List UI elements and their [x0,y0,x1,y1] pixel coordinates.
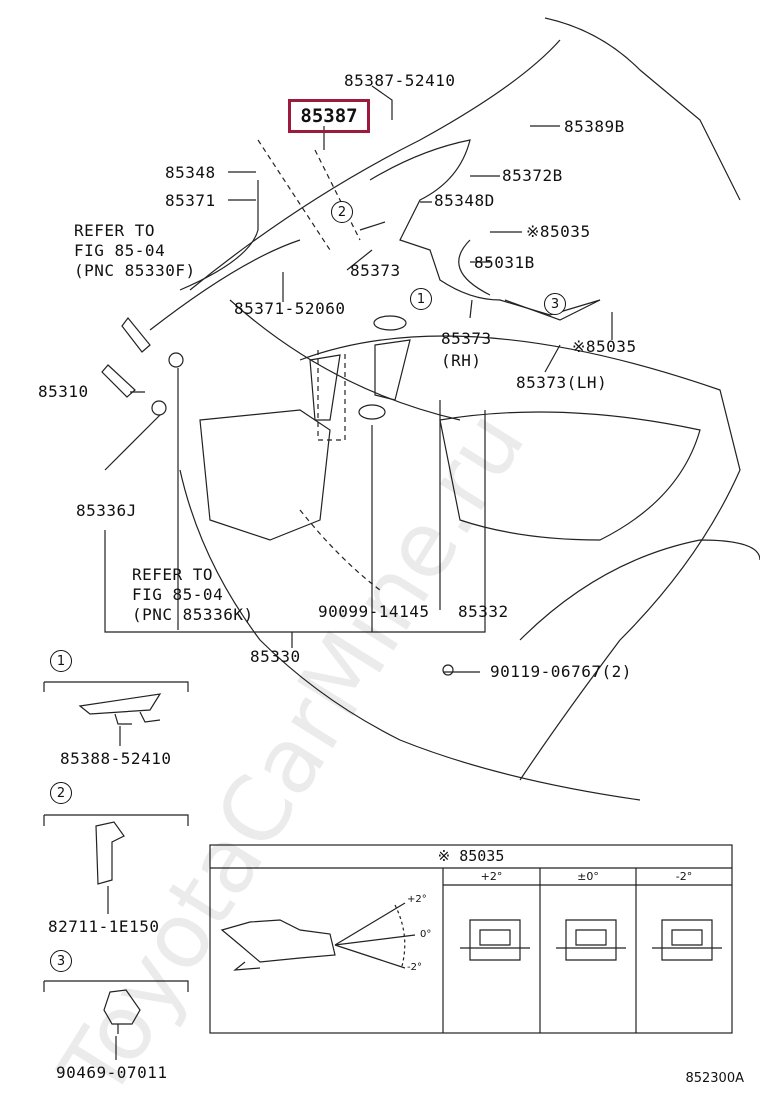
clip-90469 [103,989,141,1034]
label-85371[interactable]: 85371 [165,191,216,210]
filler-neck [374,339,411,401]
refer-85336k-line1: REFER TO [132,565,214,584]
highlighted-part-number[interactable]: 85387 [288,99,370,133]
grommet-a [168,352,184,368]
label-85387-52410[interactable]: 85387-52410 [344,71,456,90]
bracket-85330 [104,368,486,633]
filler-cap [373,315,407,331]
fender-outline [299,335,741,781]
refer-85330f-line2[interactable]: FIG 85-04 [74,241,166,260]
label-85336j[interactable]: 85336J [76,501,137,520]
label-90469-07011[interactable]: 90469-07011 [56,1063,168,1082]
callout-2-detail: 2 [50,782,72,804]
callout-3-main: 3 [544,293,566,315]
refer-85336k-line3: (PNC 85336K) [132,605,254,624]
connector-plus2 [460,919,530,961]
table-title: ※ 85035 [437,847,505,865]
clip-82711 [95,821,125,885]
hose-main [369,139,601,316]
label-90099-14145[interactable]: 90099-14145 [318,602,430,621]
body-curve [149,239,461,421]
label-85332[interactable]: 85332 [458,602,509,621]
label-85310[interactable]: 85310 [38,382,89,401]
table-col-minus2: -2° [675,870,693,883]
angle-zero: 0° [420,929,432,940]
label-85348d[interactable]: 85348D [434,191,495,210]
label-85371-52060[interactable]: 85371-52060 [234,299,346,318]
refer-85330f-line1: REFER TO [74,221,156,240]
label-85330[interactable]: 85330 [250,647,301,666]
wheel-arch [519,539,760,641]
callout-1-detail: 1 [50,650,72,672]
label-85373-rh[interactable]: 85373 [441,329,492,348]
label-85031b[interactable]: 85031B [474,253,535,272]
label-85373[interactable]: 85373 [350,261,401,280]
label-85348[interactable]: 85348 [165,163,216,182]
label-85035-a[interactable]: ※85035 [526,222,591,241]
label-85388-52410[interactable]: 85388-52410 [60,749,172,768]
label-85373-lh[interactable]: 85373(LH) [516,373,608,392]
connector-minus2 [652,919,722,961]
label-85035-b[interactable]: ※85035 [572,337,637,356]
angle-minus2: -2° [407,962,422,973]
label-90119-06767[interactable]: 90119-06767(2) [490,662,632,681]
grommet-b [151,400,167,416]
bolt-90119 [442,664,454,676]
callout-1-main: 1 [410,288,432,310]
table-col-plus2: +2° [480,870,503,883]
hose-rh [458,239,491,296]
hose-lh [504,299,601,321]
spec-table [209,844,733,1034]
connector-zero [556,919,626,961]
pump-85330f [121,317,151,353]
bumper-outline [179,469,641,801]
reservoir-tank [199,409,331,541]
label-85372b[interactable]: 85372B [502,166,563,185]
gasket [358,404,386,420]
nozzle-drawing [220,919,336,971]
callout-2-main: 2 [331,201,353,223]
figure-code: 852300A [685,1071,744,1086]
hose-short [359,221,386,231]
headlamp-outline [439,411,701,541]
refer-85336k-line2[interactable]: FIG 85-04 [132,585,224,604]
pump-85310 [101,364,136,398]
hose-85371 [179,180,259,291]
reservoir-neck [309,354,341,421]
refer-85330f-line3: (PNC 85330F) [74,261,196,280]
label-rh: (RH) [441,351,482,370]
angle-plus2: +2° [407,894,427,905]
label-82711-1e150[interactable]: 82711-1E150 [48,917,160,936]
callout-3-detail: 3 [50,950,72,972]
table-col-zero: ±0° [577,870,599,883]
clip-85388 [78,693,162,725]
label-85389b[interactable]: 85389B [564,117,625,136]
